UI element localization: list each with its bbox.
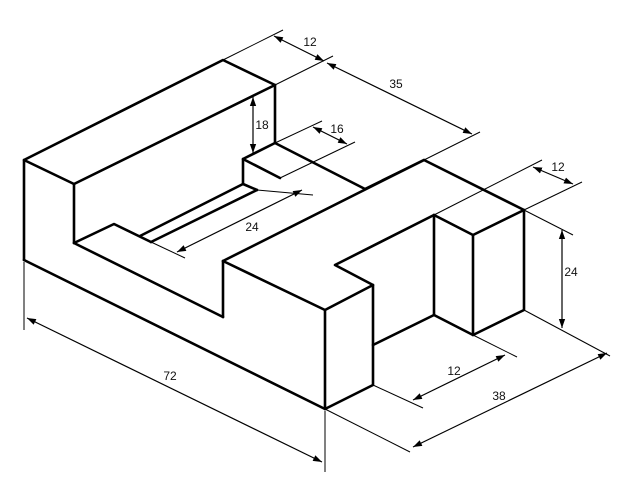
dimension-labels: 12 35 18 16 24 12 24 12 38 72: [163, 35, 578, 403]
groove-edge-2: [149, 188, 259, 244]
step-top-edge: [241, 157, 282, 180]
front-block-outline: [323, 283, 375, 411]
dim-overall-length: [26, 317, 323, 463]
label-right-block-height: 24: [564, 265, 578, 279]
label-slot-width: 12: [447, 364, 461, 378]
dim-top-depth: [326, 62, 473, 135]
part-outline: [22, 58, 526, 411]
label-step-width: 16: [330, 122, 344, 136]
wall-inner-top-edge: [72, 83, 277, 186]
right-block-outline: [432, 208, 526, 337]
notch-top-edge: [72, 222, 153, 245]
groove-step-edge: [241, 182, 259, 192]
label-top-depth: 35: [389, 77, 403, 91]
label-overall-length: 72: [163, 369, 177, 383]
dim-right-block-width: [532, 166, 574, 185]
dim-groove-length: [176, 189, 303, 253]
dim-step-width: [312, 126, 348, 145]
dim-top-wall-width: [273, 35, 325, 62]
label-right-depth: 38: [492, 389, 506, 403]
dimension-arrows: [26, 35, 608, 463]
label-top-wall-width: 12: [303, 35, 317, 49]
slot-bottom-edge: [371, 313, 436, 347]
wall-top-front-edge: [22, 158, 76, 186]
step-back-edge: [273, 141, 367, 191]
slot-outline: [333, 213, 436, 287]
base-front-bottom-edge: [22, 258, 327, 411]
dim-right-depth: [412, 352, 608, 448]
front-notch-bottom-edge: [72, 241, 225, 319]
label-wall-step-height: 18: [255, 118, 269, 132]
label-groove-length: 24: [245, 220, 259, 234]
groove-edge-1: [138, 182, 245, 238]
label-right-block-width: 12: [551, 160, 565, 174]
front-top-edge: [221, 259, 327, 312]
back-top-edge: [363, 158, 526, 212]
step-outline: [241, 141, 277, 186]
